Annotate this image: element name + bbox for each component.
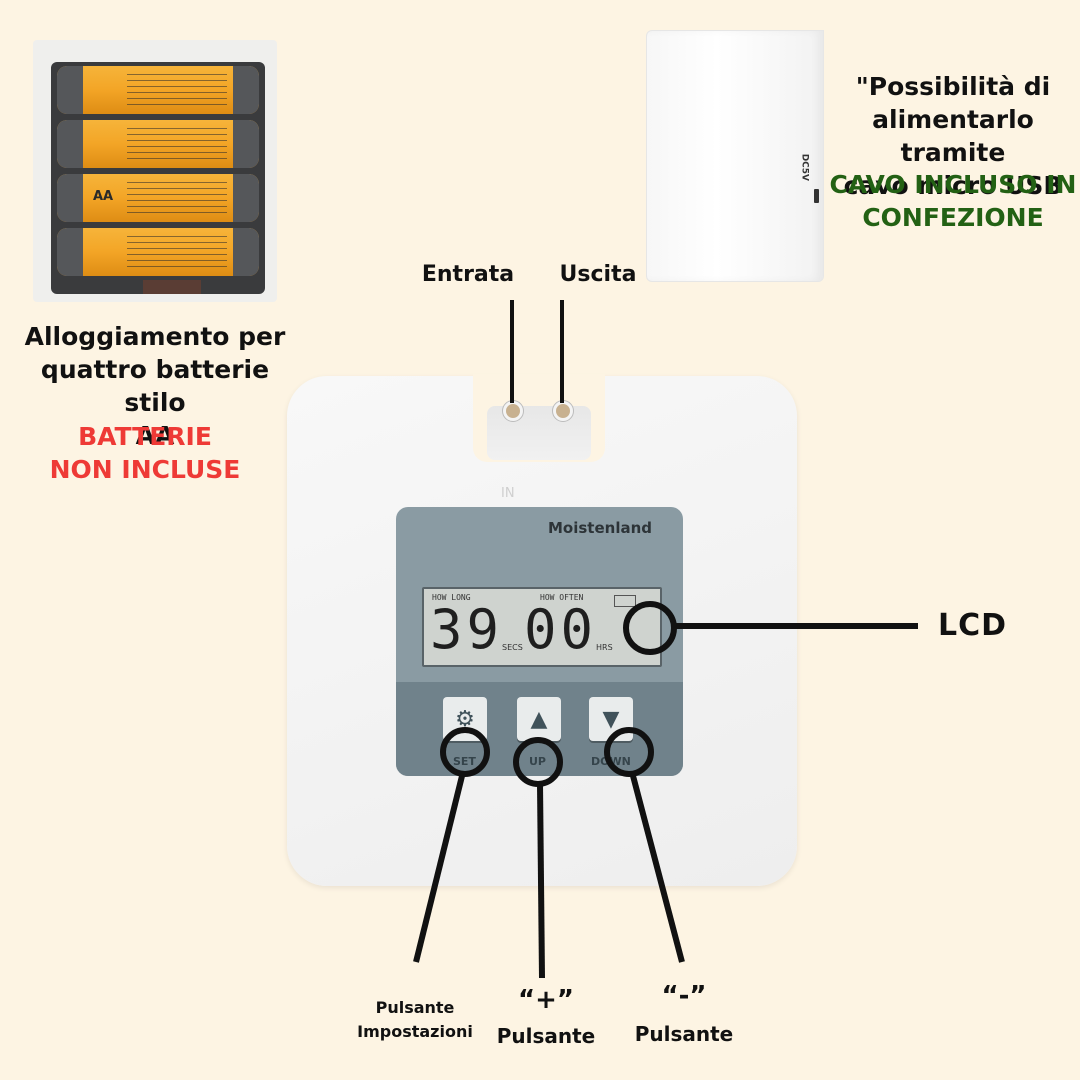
usb-caption-line: alimentarlo tramite xyxy=(872,105,1034,167)
usb-caption-line: "Possibilità di xyxy=(855,72,1051,101)
minus-callout-word: Pulsante xyxy=(634,1022,734,1046)
plus-callout-ring xyxy=(513,737,563,787)
minus-callout-symbol: “-” xyxy=(661,981,707,1011)
battery-tray: AA xyxy=(51,62,265,294)
lcd-how-long: HOW LONG xyxy=(432,593,471,602)
battery-note-line: BATTERIE xyxy=(78,422,212,451)
device-in-marking: IN xyxy=(501,486,515,501)
outlet-label: Uscita xyxy=(559,262,637,287)
battery-caption: Alloggiamento per quattro batterie stilo… xyxy=(10,320,300,452)
lcd-how-often: HOW OFTEN xyxy=(540,593,584,602)
gear-icon: ⚙ xyxy=(455,706,475,732)
plus-callout-word: Pulsante xyxy=(496,1024,596,1048)
brand-logo: Moistenland xyxy=(548,519,653,537)
set-callout-ring xyxy=(440,727,490,777)
minus-pointer-line xyxy=(629,771,685,963)
plus-pointer-line xyxy=(537,783,545,979)
lcd-display: HOW LONG HOW OFTEN 39 SECS 00 HRS xyxy=(422,587,662,667)
battery-cell: AA xyxy=(57,174,259,222)
lcd-hrs-value: 00 xyxy=(524,598,598,661)
battery-cell-label: AA xyxy=(93,189,114,204)
inlet-label: Entrata xyxy=(421,262,515,287)
cable-included-note: CAVO INCLUSO IN CONFEZIONE xyxy=(828,168,1078,234)
battery-caption-line: Alloggiamento per xyxy=(24,322,286,351)
battery-compartment-image: AA xyxy=(33,40,277,302)
set-callout-label: Pulsante Impostazioni xyxy=(340,996,490,1044)
lcd-secs-value: 39 xyxy=(430,598,504,661)
battery-indicator-icon xyxy=(614,595,636,607)
battery-cell xyxy=(57,228,259,276)
battery-note-line: NON INCLUSE xyxy=(49,455,241,484)
lcd-secs-unit: SECS xyxy=(502,643,523,652)
up-button[interactable]: ▲ xyxy=(517,697,561,741)
set-pointer-line xyxy=(413,775,465,963)
usb-caption: "Possibilità di alimentarlo tramite cavo… xyxy=(822,70,1080,202)
minus-callout-label: “-” Pulsante xyxy=(614,978,754,1054)
plus-callout-symbol: “+” xyxy=(518,985,574,1015)
lcd-callout-label: LCD xyxy=(938,608,1008,643)
battery-cell xyxy=(57,66,259,114)
usb-note-line: CONFEZIONE xyxy=(862,203,1044,232)
batteries-not-included-note: BATTERIE NON INCLUSE xyxy=(20,420,270,486)
tray-notch xyxy=(143,280,201,294)
battery-caption-line: AA xyxy=(135,421,175,450)
usb-side-image: DC5V xyxy=(646,30,824,282)
plus-callout-label: “+” Pulsante xyxy=(476,984,616,1056)
minus-callout-ring xyxy=(604,727,654,777)
usb-caption-line: cavo micro USB xyxy=(843,171,1063,200)
triangle-down-icon: ▼ xyxy=(602,706,620,732)
micro-usb-port xyxy=(814,189,819,203)
lcd-hrs-unit: HRS xyxy=(596,643,613,652)
triangle-up-icon: ▲ xyxy=(530,706,548,732)
usb-note-line: CAVO INCLUSO IN xyxy=(829,170,1077,199)
set-callout-line: Impostazioni xyxy=(357,1022,473,1041)
lcd-callout-ring xyxy=(623,601,677,655)
battery-caption-line: quattro batterie stilo xyxy=(40,355,270,417)
set-callout-line: Pulsante xyxy=(375,998,455,1017)
battery-cell xyxy=(57,120,259,168)
